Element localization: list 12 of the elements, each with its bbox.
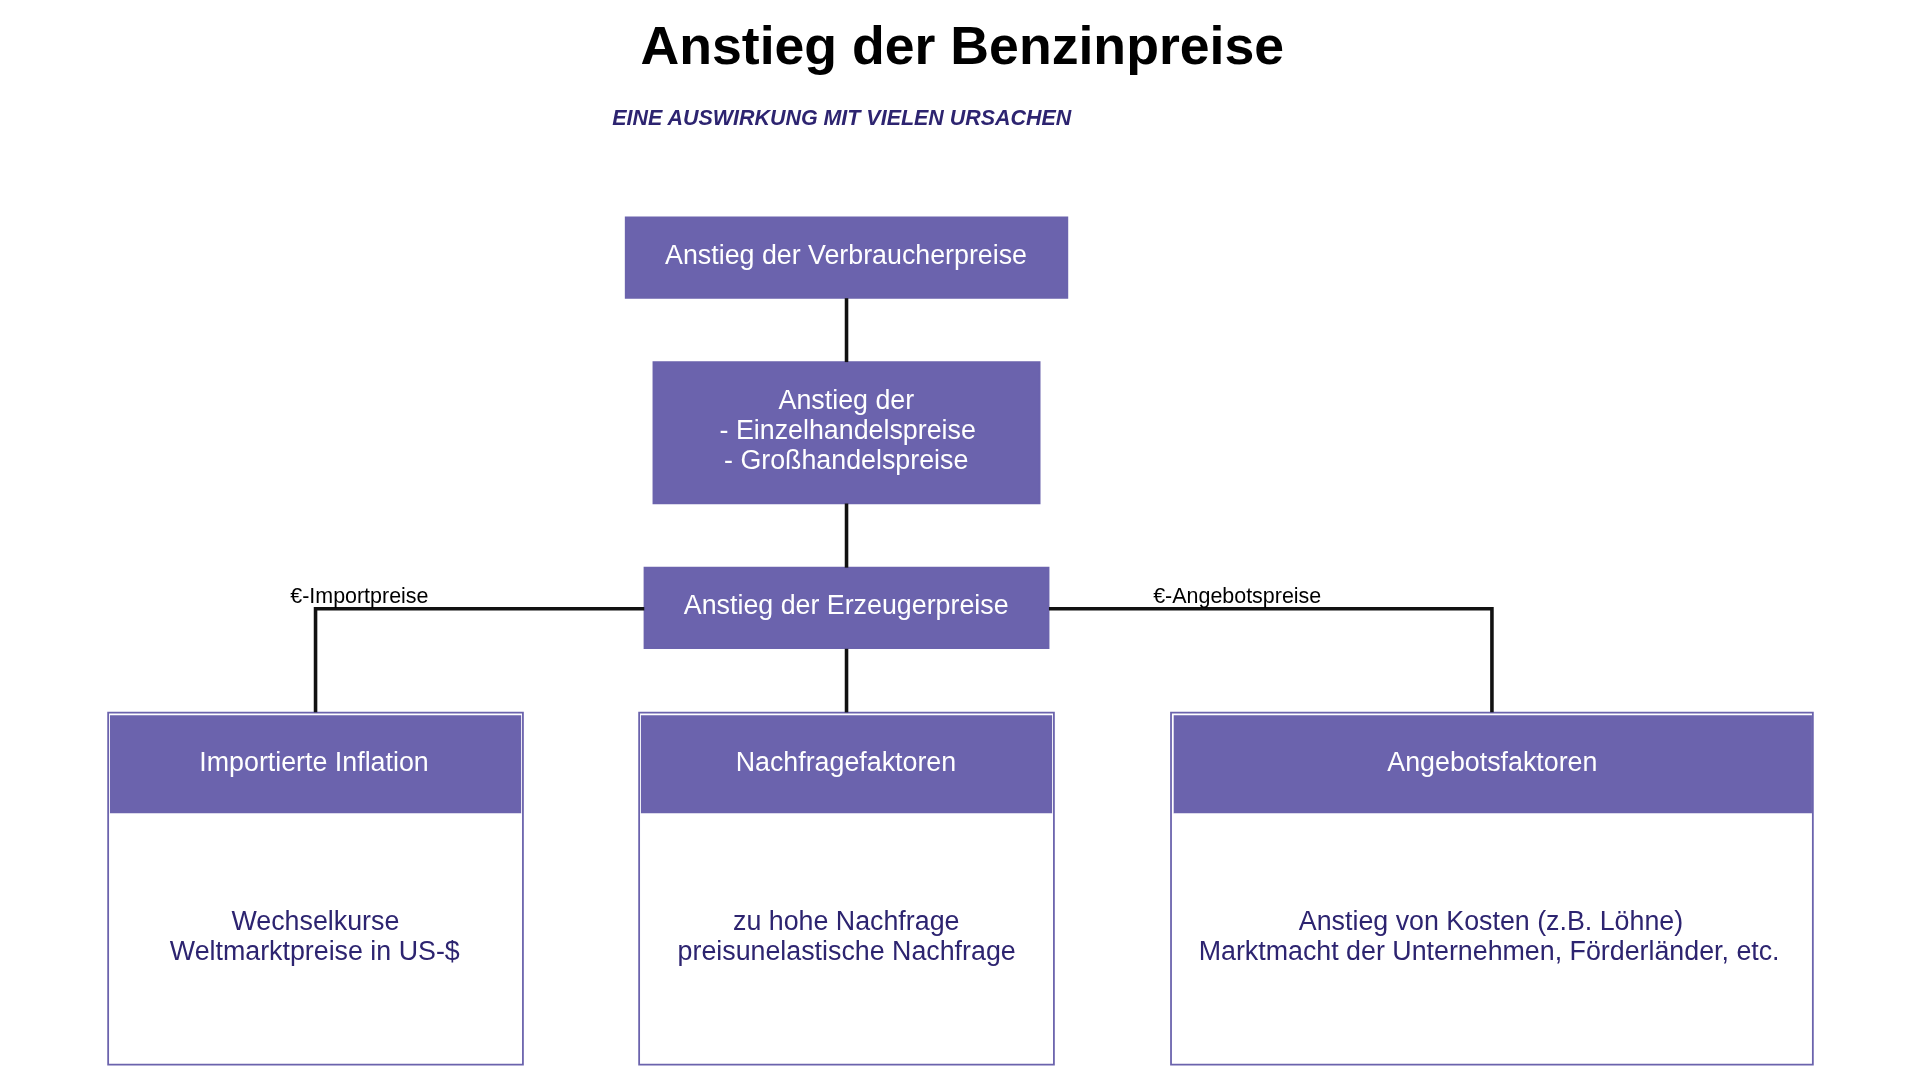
connector (313, 607, 644, 713)
connector (844, 298, 848, 363)
node-box: Anstieg der - Einzelhandelspreise - Großhandelspreise (652, 361, 1040, 505)
connector (844, 503, 848, 568)
label: EINE AUSWIRKUNG MIT VIELEN URSACHEN (611, 105, 1071, 130)
diagram-title: Anstieg der Benzinpreise (639, 14, 1284, 75)
node-box: Anstieg der Verbraucherpreise (624, 216, 1068, 299)
edge-label: €-Angebotspreise (1152, 583, 1321, 608)
connector (1048, 607, 1494, 713)
connector (844, 648, 848, 713)
edge-label: €-Importpreise (289, 583, 428, 608)
node-box: Anstieg der Erzeugerpreise (643, 566, 1049, 650)
